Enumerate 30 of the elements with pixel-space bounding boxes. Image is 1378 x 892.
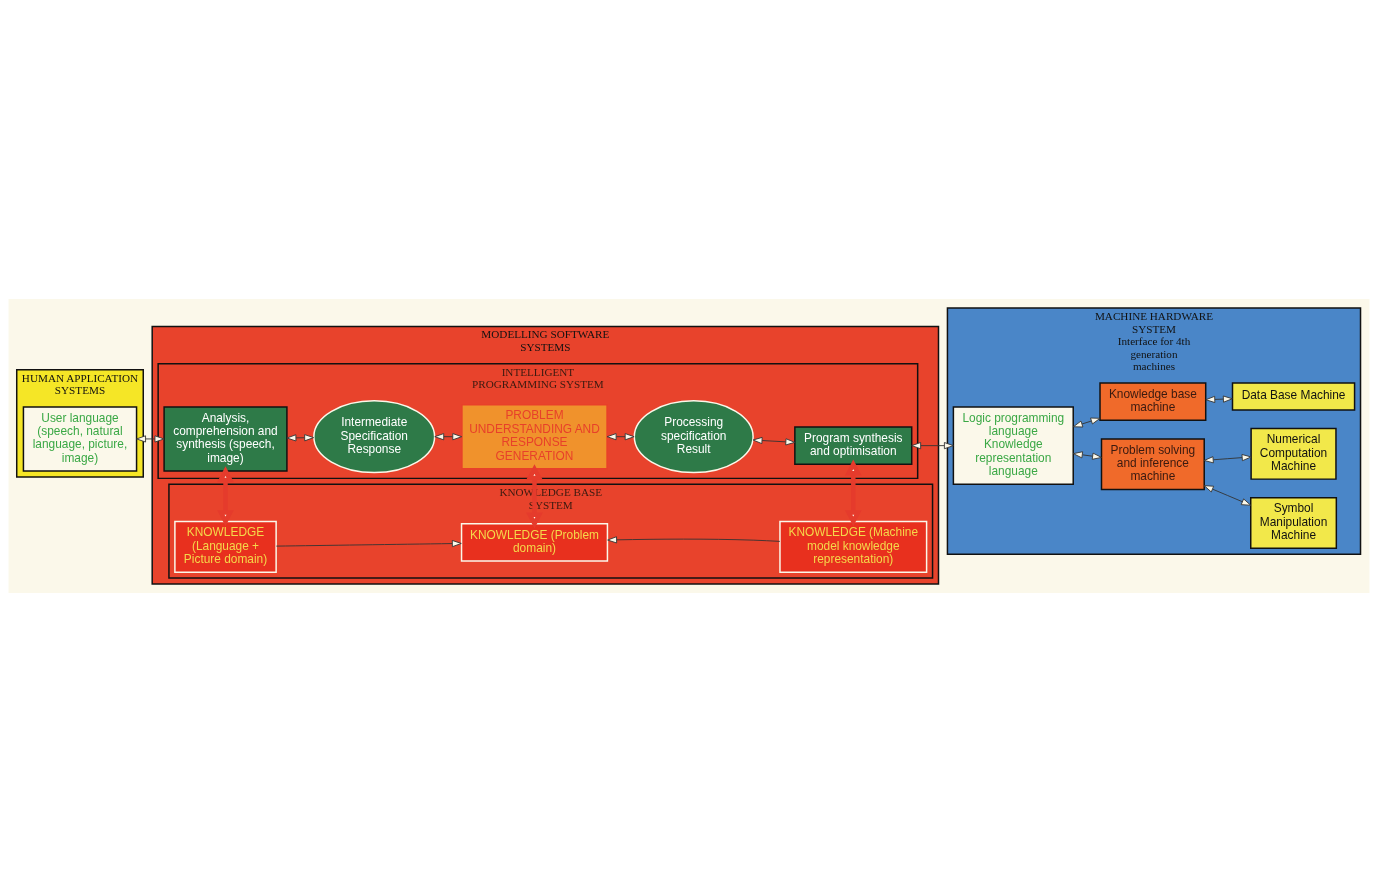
node-box: Knowledge base machine — [1099, 382, 1207, 422]
arrow — [844, 459, 862, 527]
arrow — [1205, 395, 1233, 403]
node-box: Logic programming language Knowledge representation language — [952, 406, 1074, 486]
arrow — [136, 435, 165, 443]
arrow — [606, 433, 635, 441]
arrow — [1072, 451, 1102, 460]
arrow — [526, 464, 543, 529]
node-ellipse: Intermediate Specification Response — [313, 400, 436, 474]
arrow — [1203, 485, 1252, 506]
arrow — [1072, 417, 1101, 428]
node-box: Data Base Machine — [1231, 382, 1356, 411]
arrow — [911, 442, 954, 450]
node-box: Analysis, comprehension and synthesis (speech, image) — [163, 406, 288, 472]
arrow — [275, 540, 462, 548]
node-box: KNOWLEDGE (Language + Picture domain) — [174, 520, 277, 573]
node-box: Problem solving and inference machine — [1100, 438, 1205, 491]
arrow — [217, 466, 234, 527]
arrow — [752, 436, 796, 446]
node-box: User language (speech, natural language, picture, image) — [22, 406, 138, 472]
node-box: Symbol Manipulation Machine — [1250, 497, 1338, 550]
node-box: PROBLEM UNDERSTANDING AND RESPONSE GENERATION — [461, 403, 608, 470]
arrow — [434, 433, 463, 441]
node-box: KNOWLEDGE (Machine model knowledge representation) — [779, 520, 928, 573]
arrow — [1203, 454, 1252, 464]
arrow — [607, 536, 781, 544]
node-box: KNOWLEDGE (Problem domain) — [460, 523, 609, 562]
node-ellipse: Processing specification Result — [633, 400, 754, 474]
node-box: Program synthesis and optimisation — [794, 426, 913, 465]
node-box: Numerical Computation Machine — [1250, 427, 1337, 480]
